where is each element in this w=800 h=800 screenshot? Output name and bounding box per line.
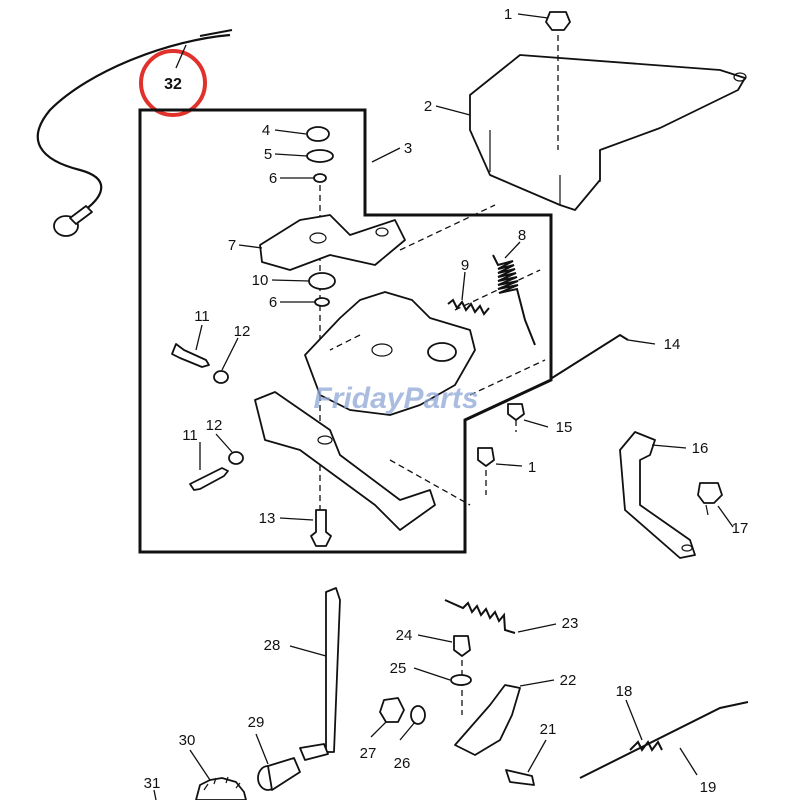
callout-labels: 1 2 3 4 5 6 7 8 9 10 6 11 12 12 11 13 14… (144, 6, 749, 796)
callout-29: 29 (248, 714, 265, 731)
callout-31: 31 (144, 775, 161, 792)
callout-10: 10 (252, 272, 269, 289)
bolt-part-17 (697, 482, 723, 516)
spring-part-8 (492, 254, 536, 346)
assembly-frame (138, 108, 553, 554)
callout-14: 14 (664, 336, 681, 353)
bolt-part-1b (477, 447, 495, 495)
callout-6-lower: 6 (269, 294, 277, 311)
callout-32: 32 (164, 76, 182, 93)
callout-19: 19 (700, 779, 717, 796)
callout-6: 6 (269, 170, 277, 187)
upper-bracket-part (259, 214, 406, 271)
governor-plate-part (304, 291, 476, 416)
callout-26: 26 (394, 755, 411, 772)
nut-part (308, 272, 336, 307)
nut-part-27 (379, 697, 405, 723)
shroud-cover-part (469, 54, 747, 211)
callout-8: 8 (518, 227, 526, 244)
washer-part-26 (410, 705, 426, 725)
washer-part-25 (450, 674, 472, 686)
cable-part-18-19 (579, 701, 749, 779)
callout-12: 12 (234, 323, 251, 340)
callout-18: 18 (616, 683, 633, 700)
spring-part-9 (447, 298, 490, 316)
bolt-part-top (545, 11, 571, 150)
callout-9: 9 (461, 257, 469, 274)
callout-24: 24 (396, 627, 413, 644)
bolt-part-11a (171, 343, 229, 384)
lower-bracket-part (254, 391, 436, 531)
bolt-part-21 (505, 769, 535, 786)
callout-5: 5 (264, 146, 272, 163)
callout-17: 17 (732, 520, 749, 537)
bolt-part-13 (310, 509, 332, 547)
callout-1-middle: 1 (528, 459, 536, 476)
highlight-ring (139, 49, 207, 117)
rod-part-14 (551, 333, 629, 379)
callout-7: 7 (228, 237, 236, 254)
leader-lines (153, 13, 734, 800)
callout-16: 16 (692, 440, 709, 457)
watermark-text: FridayParts (313, 382, 478, 415)
callout-15: 15 (556, 419, 573, 436)
callout-27: 27 (360, 745, 377, 762)
callout-4: 4 (262, 122, 270, 139)
dashed-connector (329, 204, 546, 506)
callout-2: 2 (424, 98, 432, 115)
callout-22: 22 (560, 672, 577, 689)
pin-part-29 (257, 757, 301, 791)
callout-28: 28 (264, 637, 281, 654)
spring-part-23 (444, 599, 516, 634)
throttle-cable-part (36, 29, 233, 237)
bolt-part-11b (189, 451, 244, 491)
callout-3: 3 (404, 140, 412, 157)
callout-11: 11 (194, 308, 210, 325)
callout-13: 13 (259, 510, 276, 527)
link-rod-part-28 (299, 587, 341, 761)
callout-23: 23 (562, 615, 579, 632)
bolt-part-24 (453, 635, 471, 715)
callout-1: 1 (504, 6, 512, 23)
callout-25: 25 (390, 660, 407, 677)
gear-part-30 (195, 776, 247, 800)
callout-21: 21 (540, 721, 557, 738)
callout-30: 30 (179, 732, 196, 749)
bracket-part-16 (619, 431, 696, 559)
callout-11-lower: 11 (182, 427, 198, 444)
callout-12-lower: 12 (206, 417, 223, 434)
bolt-part-15 (507, 403, 525, 432)
lever-part-22 (454, 684, 521, 756)
